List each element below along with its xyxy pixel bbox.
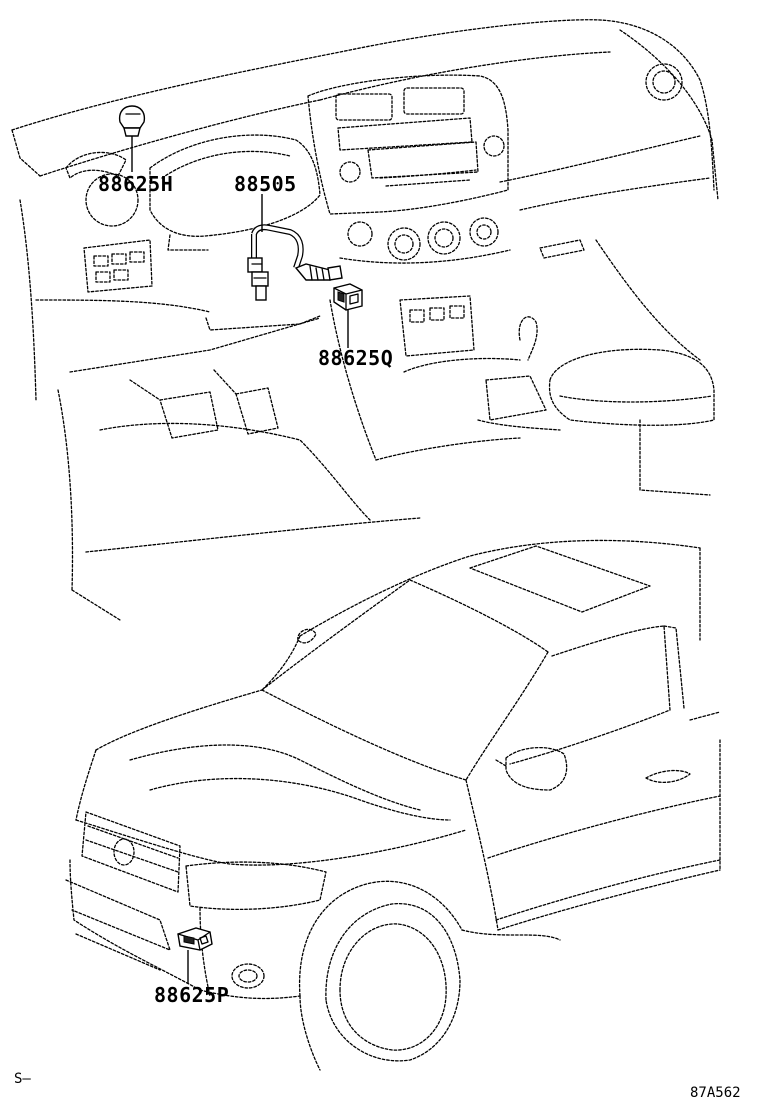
sensor-88625h-part[interactable] [118,105,146,137]
sensor-88625p-part[interactable] [177,927,213,951]
sensor-88625q-part[interactable] [333,283,363,311]
label-88625h[interactable]: 88625H [98,172,174,196]
label-88505[interactable]: 88505 [234,172,297,196]
vehicle-view [65,539,721,1071]
label-88625q[interactable]: 88625Q [318,346,394,370]
section-mark: S– [14,1071,31,1087]
dashboard-view [11,19,719,621]
figure-code: 87A562 [690,1085,741,1101]
harness-88505-part[interactable] [247,224,343,301]
label-88625p[interactable]: 88625P [154,983,230,1007]
